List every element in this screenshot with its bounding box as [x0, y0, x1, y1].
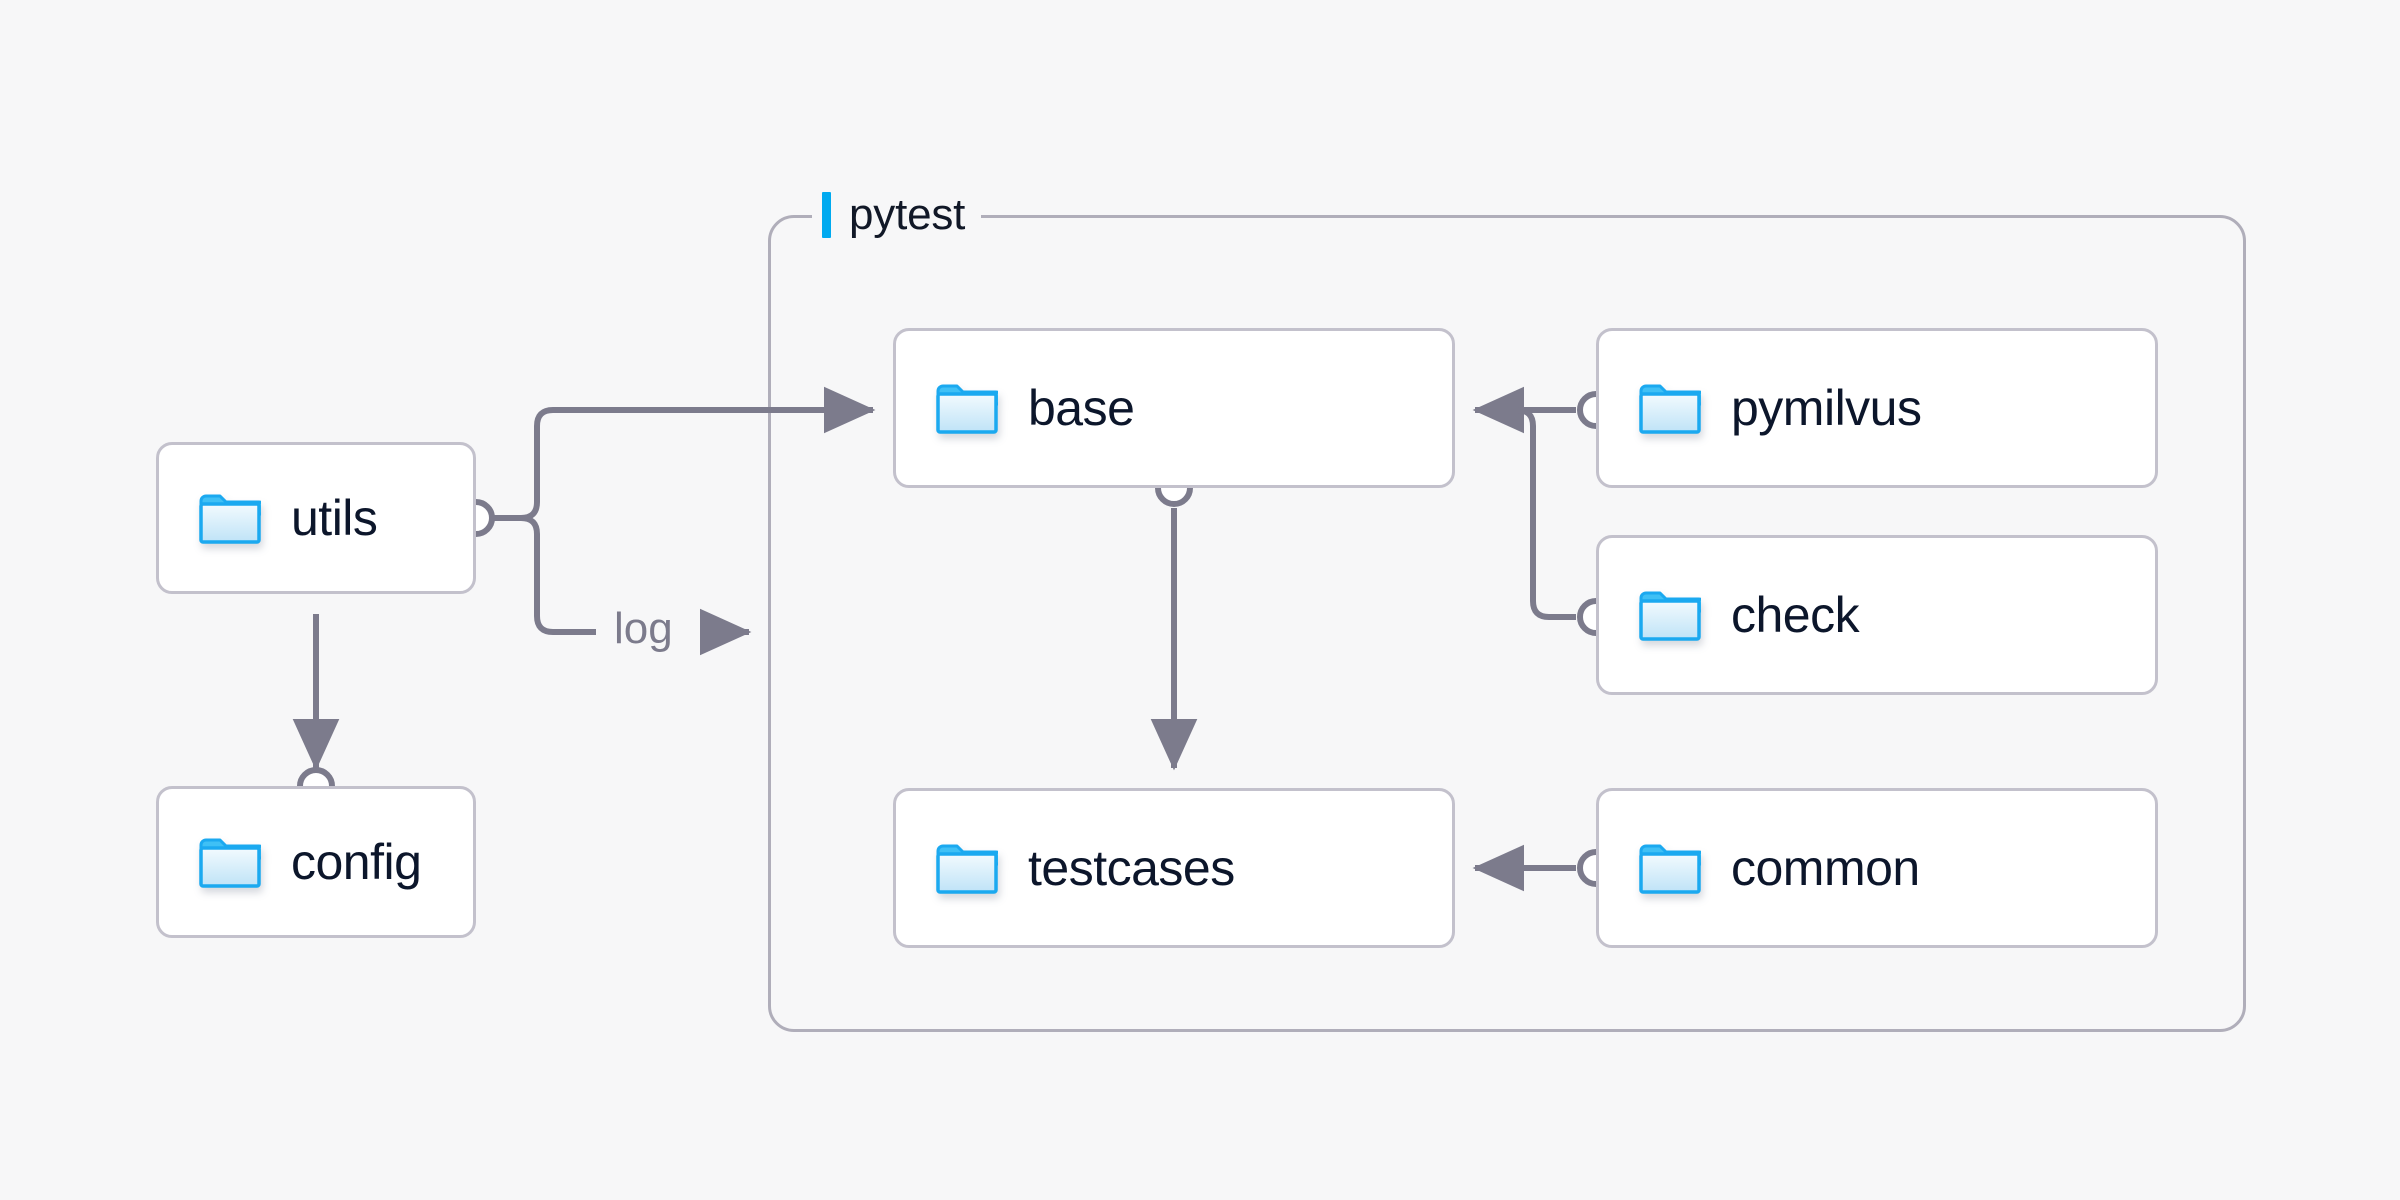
- node-label: common: [1731, 840, 1920, 896]
- folder-icon: [1639, 588, 1706, 642]
- node-label: config: [291, 834, 422, 890]
- group-label-pytest: pytest: [812, 185, 982, 245]
- group-frame-pytest: [768, 215, 2246, 1032]
- node-common[interactable]: common: [1596, 788, 2158, 948]
- node-utils[interactable]: utils: [156, 442, 476, 594]
- node-label: testcases: [1028, 840, 1235, 896]
- node-testcases[interactable]: testcases: [893, 788, 1455, 948]
- node-check[interactable]: check: [1596, 535, 2158, 695]
- node-label: check: [1731, 587, 1860, 643]
- folder-icon: [1639, 841, 1706, 895]
- edge-utils-to-pytest-log: [492, 515, 596, 635]
- folder-icon: [936, 381, 1003, 435]
- folder-icon: [199, 835, 266, 889]
- folder-icon: [1639, 381, 1706, 435]
- node-pymilvus[interactable]: pymilvus: [1596, 328, 2158, 488]
- node-config[interactable]: config: [156, 786, 476, 938]
- edge-label-log: log: [604, 604, 683, 654]
- node-label: pymilvus: [1731, 380, 1922, 436]
- node-label: utils: [291, 490, 378, 546]
- folder-icon: [199, 491, 266, 545]
- node-label: base: [1028, 380, 1135, 436]
- accent-bar-icon: [822, 192, 831, 238]
- group-title: pytest: [849, 190, 966, 239]
- folder-icon: [936, 841, 1003, 895]
- node-base[interactable]: base: [893, 328, 1455, 488]
